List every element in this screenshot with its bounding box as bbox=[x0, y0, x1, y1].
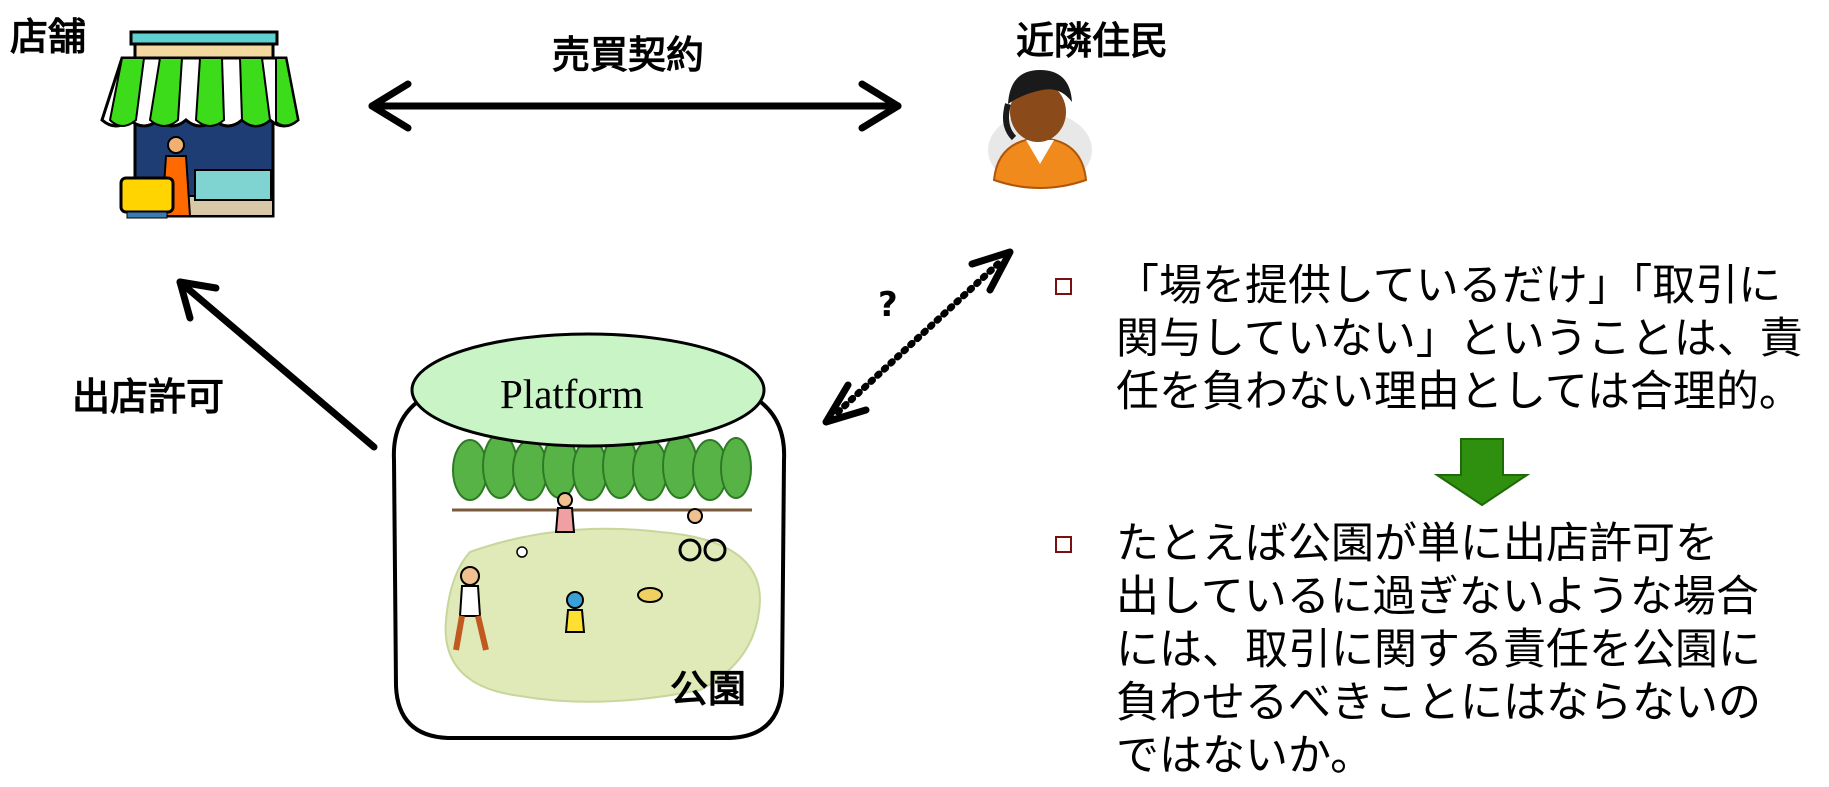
bullet-2-line-1: たとえば公園が単に出店許可を bbox=[1116, 519, 1718, 569]
bullet-2-line-4: 負わせるべきことにはならないの bbox=[1116, 678, 1761, 728]
bullet-1-line-2: 関与していない」ということは、責 bbox=[1116, 314, 1803, 364]
bullet-1-line-1: 「場を提供しているだけ」「取引に bbox=[1116, 261, 1782, 311]
question-dotted-arrow bbox=[822, 248, 1014, 426]
bullet-2: たとえば公園が単に出店許可を出しているに過ぎないような場合には、取引に関する責任… bbox=[1055, 518, 1761, 783]
platform-label: Platform bbox=[500, 371, 644, 417]
store-label: 店舗 bbox=[10, 15, 87, 59]
bullet-square-icon bbox=[1055, 536, 1072, 553]
contract-label: 売買契約 bbox=[552, 33, 705, 77]
bullet-1-line-3: 任を負わない理由としては合理的。 bbox=[1116, 367, 1802, 417]
bullet-square-icon bbox=[1055, 278, 1072, 295]
store-icon bbox=[100, 30, 300, 219]
bullet-2-line-5: ではないか。 bbox=[1116, 731, 1374, 781]
permit-arrow bbox=[176, 278, 378, 451]
platform-ellipse bbox=[410, 332, 766, 448]
bullet-1: 「場を提供しているだけ」「取引に関与していない」ということは、責任を負わない理由… bbox=[1055, 260, 1803, 419]
down-arrow-icon bbox=[1433, 438, 1531, 507]
bullet-2-line-3: には、取引に関する責任を公園に bbox=[1116, 625, 1761, 675]
bullet-2-text: たとえば公園が単に出店許可を出しているに過ぎないような場合には、取引に関する責任… bbox=[1116, 518, 1761, 783]
park-illustration bbox=[391, 332, 787, 740]
park-label: 公園 bbox=[670, 667, 747, 711]
question-label: ? bbox=[878, 285, 898, 325]
bullet-2-line-2: 出しているに過ぎないような場合 bbox=[1116, 572, 1759, 622]
permit-label: 出店許可 bbox=[72, 375, 225, 419]
bullet-1-text: 「場を提供しているだけ」「取引に関与していない」ということは、責任を負わない理由… bbox=[1116, 260, 1803, 419]
person-icon bbox=[988, 70, 1092, 189]
neighbors-label: 近隣住民 bbox=[1016, 19, 1169, 63]
contract-double-arrow bbox=[368, 80, 902, 132]
